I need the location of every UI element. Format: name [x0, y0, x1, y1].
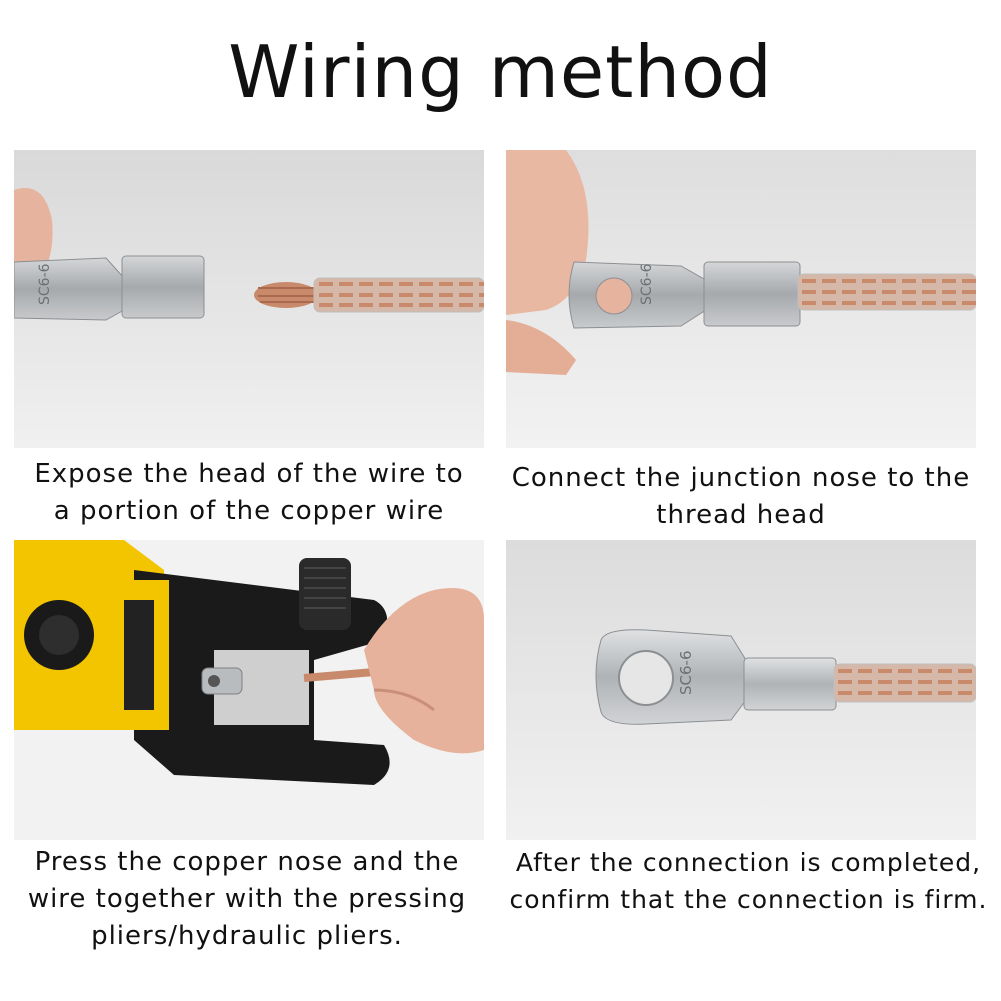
caption-line: Press the copper nose and the: [34, 847, 460, 877]
step-4-caption: After the connection is completed, confi…: [496, 844, 1001, 918]
step-2-photo: SC6-6: [506, 150, 976, 448]
caption-line: a portion of the copper wire: [53, 496, 445, 526]
step-1-photo: SC6-6: [14, 150, 484, 448]
step-4-lug-marking: SC6-6: [677, 651, 695, 696]
step-3-photo: [14, 540, 484, 840]
caption-line: Expose the head of the wire to: [34, 459, 464, 489]
caption-line: pliers/hydraulic pliers.: [91, 921, 403, 951]
caption-line: After the connection is completed,: [515, 848, 982, 877]
step-4-photo: SC6-6: [506, 540, 976, 840]
caption-line: Connect the junction nose to the: [511, 463, 971, 493]
caption-line: thread head: [656, 500, 826, 530]
caption-line: confirm that the connection is firm.: [509, 885, 988, 914]
page-title: Wiring method: [228, 30, 773, 114]
caption-line: wire together with the pressing: [27, 884, 467, 914]
step-1-lug-marking: SC6-6: [37, 263, 53, 305]
step-1-caption: Expose the head of the wire to a portion…: [4, 456, 494, 530]
step-3-caption: Press the copper nose and the wire toget…: [2, 844, 492, 955]
step-2-lug-marking: SC6-6: [639, 263, 655, 305]
step-2-caption: Connect the junction nose to the thread …: [496, 460, 986, 534]
